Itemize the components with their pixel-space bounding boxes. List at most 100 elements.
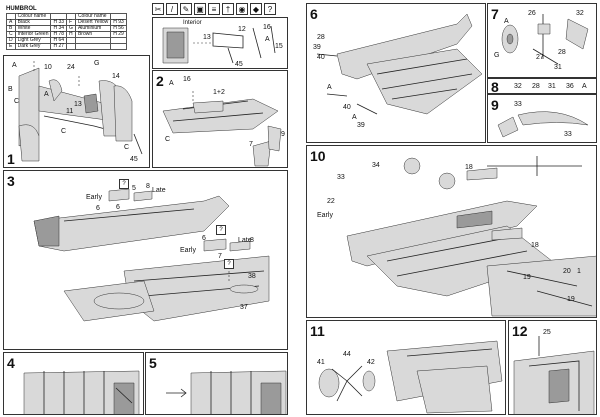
part-label: 31 bbox=[548, 83, 556, 90]
part-label: 28 bbox=[532, 83, 540, 90]
part-label: 16 bbox=[183, 76, 191, 83]
part-label: B bbox=[8, 86, 13, 93]
part-label: 33 bbox=[514, 101, 522, 108]
part-label: A bbox=[352, 114, 357, 121]
color-cell bbox=[110, 43, 127, 50]
part-label: 8 bbox=[146, 183, 150, 190]
step-number: 3 bbox=[7, 173, 15, 189]
question-icon: ? bbox=[119, 179, 129, 189]
file-icon: ≡ bbox=[208, 3, 220, 15]
part-label: 39 bbox=[313, 44, 321, 51]
part-label: 18 bbox=[465, 164, 473, 171]
part-label: 12 bbox=[238, 26, 246, 33]
part-label: 19 bbox=[523, 274, 531, 281]
step-1-drawing bbox=[18, 61, 143, 162]
part-label: 24 bbox=[67, 64, 75, 71]
part-label: 10 bbox=[44, 64, 52, 71]
part-label: Late bbox=[238, 237, 252, 244]
part-label: 6 bbox=[202, 235, 206, 242]
part-label: 13 bbox=[203, 34, 211, 41]
part-label: C bbox=[165, 136, 171, 143]
part-label: 36 bbox=[566, 83, 574, 90]
step-number: 5 bbox=[149, 355, 157, 371]
step-10-drawing bbox=[346, 156, 596, 317]
color-cell bbox=[74, 43, 112, 50]
part-label: 45 bbox=[130, 156, 138, 163]
step-number: 11 bbox=[310, 323, 325, 339]
step-7-drawing bbox=[501, 14, 589, 65]
part-label: 14 bbox=[112, 73, 120, 80]
step-number: 6 bbox=[310, 6, 318, 22]
part-label: 41 bbox=[317, 359, 325, 366]
part-label: 32 bbox=[576, 10, 584, 17]
step-10-panel: 10 33 34 22 Early 18 18 19 20 1 19 bbox=[306, 145, 597, 318]
step-8-panel: 8 32 28 31 36 A bbox=[487, 78, 597, 94]
part-label: 7 bbox=[218, 253, 222, 260]
part-label: 26 bbox=[528, 10, 536, 17]
step-3-panel: 3 ? ? ? Early 6 5 Late 8 6 Early 6 7 Lat… bbox=[3, 170, 288, 350]
part-label: 6 bbox=[116, 204, 120, 211]
part-label: 27 bbox=[536, 54, 544, 61]
part-label: 28 bbox=[558, 49, 566, 56]
part-label: 32 bbox=[514, 83, 522, 90]
color-cell: H 29 bbox=[110, 31, 127, 38]
step-3-drawing bbox=[33, 188, 270, 322]
part-label: 42 bbox=[367, 359, 375, 366]
part-label: 7 bbox=[249, 141, 253, 148]
part-label: 8 bbox=[250, 237, 254, 244]
step-number: 1 bbox=[7, 151, 15, 167]
part-label: 16 bbox=[263, 24, 271, 31]
part-label: 20 bbox=[563, 268, 571, 275]
step-12-panel: 12 25 bbox=[508, 320, 597, 415]
question-icon: ? bbox=[224, 259, 234, 269]
part-label: 28 bbox=[317, 34, 325, 41]
part-label: 13 bbox=[74, 101, 82, 108]
color-cell: H 27 bbox=[50, 43, 68, 50]
step-number: 8 bbox=[491, 79, 499, 94]
part-label: 18 bbox=[531, 242, 539, 249]
part-label: 38 bbox=[248, 273, 256, 280]
part-label: 34 bbox=[372, 162, 380, 169]
step-11-panel: 11 41 44 42 bbox=[306, 320, 506, 415]
part-label: 31 bbox=[554, 64, 562, 71]
step-number: 4 bbox=[7, 355, 15, 371]
step-9-drawing bbox=[497, 111, 589, 138]
part-label: 25 bbox=[543, 329, 551, 336]
part-label: Late bbox=[152, 187, 166, 194]
part-label: C bbox=[124, 144, 130, 151]
optional-icon: ◉ bbox=[236, 3, 248, 15]
part-label: 1+2 bbox=[213, 89, 225, 96]
knife-icon: / bbox=[166, 3, 178, 15]
part-label: 39 bbox=[357, 122, 365, 129]
brush-icon: ✎ bbox=[180, 3, 192, 15]
part-label: 6 bbox=[96, 205, 100, 212]
decal-icon: ▣ bbox=[194, 3, 206, 15]
interior-drawing bbox=[162, 25, 276, 64]
part-label: C bbox=[14, 98, 20, 105]
part-label: 11 bbox=[66, 108, 74, 115]
step-5-panel: 5 bbox=[145, 352, 288, 415]
interior-label: Interior bbox=[183, 20, 202, 26]
step-6-panel: 6 28 39 40 A 40 A 39 bbox=[306, 3, 486, 143]
part-label: 33 bbox=[337, 174, 345, 181]
part-label: 22 bbox=[327, 198, 335, 205]
part-label: A bbox=[12, 62, 17, 69]
part-label: Early bbox=[317, 212, 333, 219]
part-label: A bbox=[265, 36, 270, 43]
paint-icon: ◆ bbox=[250, 3, 262, 15]
part-label: 40 bbox=[317, 54, 325, 61]
part-label: 33 bbox=[564, 131, 572, 138]
step-4-drawing bbox=[23, 370, 140, 414]
step-number: 7 bbox=[491, 6, 499, 22]
part-label: A bbox=[327, 84, 332, 91]
step-11-drawing bbox=[318, 340, 503, 414]
clip-icon: † bbox=[222, 3, 234, 15]
color-cell: E bbox=[6, 43, 16, 50]
part-label: 19 bbox=[567, 296, 575, 303]
step-9-panel: 9 33 33 bbox=[487, 94, 597, 143]
part-label: A bbox=[504, 18, 509, 25]
step-number: 2 bbox=[156, 73, 164, 89]
